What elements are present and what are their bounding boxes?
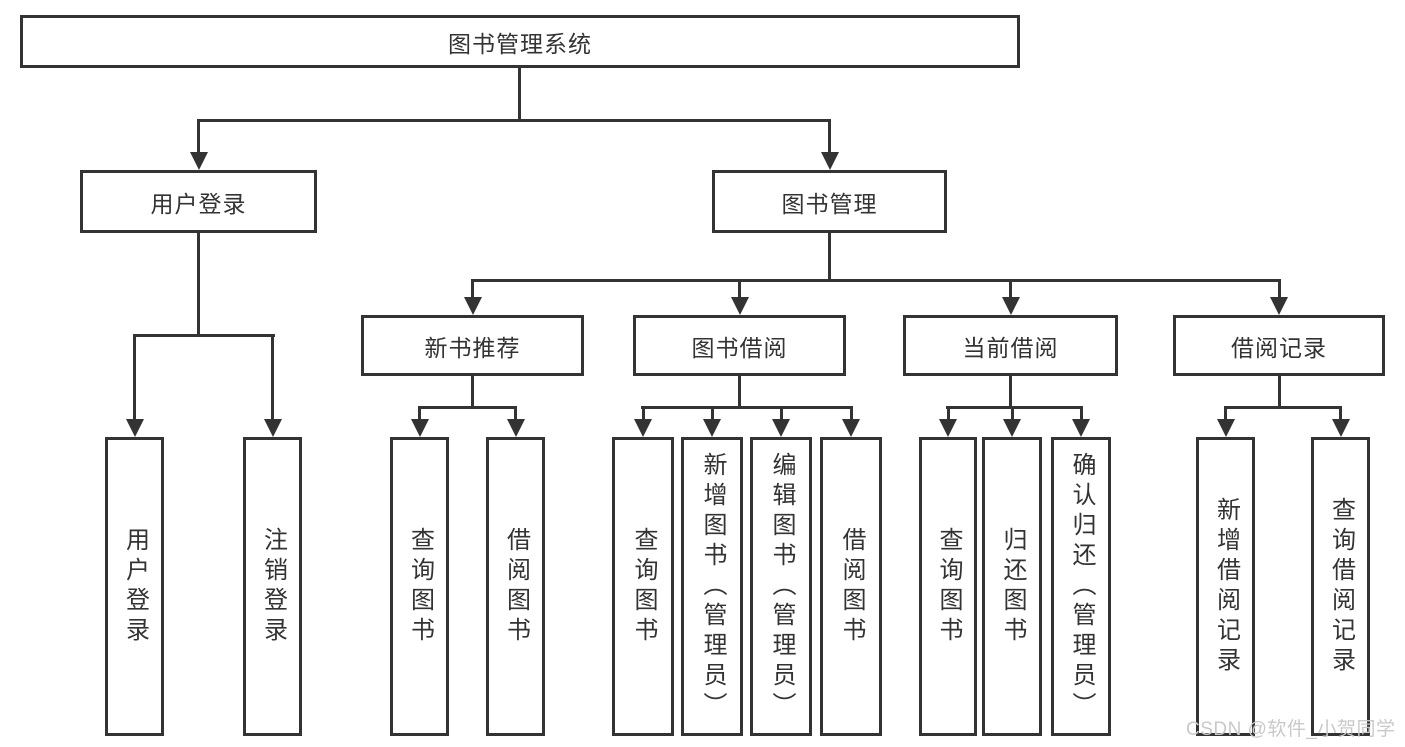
node-root-label: 图书管理系统 bbox=[448, 30, 592, 57]
leaf-borrow-books-2-label: 借阅图书 bbox=[838, 526, 865, 647]
node-borrow-records: 借阅记录 bbox=[1173, 315, 1385, 376]
leaf-user-login-label: 用户登录 bbox=[121, 526, 149, 647]
leaf-query-books-1-label: 查询图书 bbox=[406, 526, 434, 647]
connector-group-stem bbox=[471, 376, 474, 408]
arrow-down-icon bbox=[464, 297, 482, 315]
node-user-login: 用户登录 bbox=[80, 170, 317, 233]
connector-leaf-drop bbox=[133, 334, 136, 421]
arrow-down-icon bbox=[842, 419, 860, 437]
connector-leaf-drop bbox=[418, 406, 421, 421]
arrow-down-icon bbox=[703, 419, 721, 437]
arrow-down-icon bbox=[1072, 419, 1090, 437]
connector-group-stem bbox=[738, 376, 741, 408]
node-book-borrow: 图书借阅 bbox=[633, 315, 846, 376]
node-new-book-recommend-label: 新书推荐 bbox=[424, 334, 521, 361]
csdn-watermark: CSDN @软件_小贺同学 bbox=[1186, 719, 1396, 740]
connector-group-rail bbox=[1224, 406, 1342, 409]
leaf-query-books-2-label: 查询图书 bbox=[630, 526, 657, 647]
node-current-borrow-label: 当前借阅 bbox=[962, 334, 1059, 361]
leaf-return-books-label: 归还图书 bbox=[999, 526, 1026, 647]
connector-group-rail bbox=[418, 406, 517, 409]
connector-l3-drop bbox=[471, 279, 474, 299]
leaf-add-books-admin-label: 新增图书（管理员） bbox=[699, 451, 726, 722]
leaf-edit-books-admin-label: 编辑图书（管理员） bbox=[768, 451, 795, 722]
connector-user-login-stem bbox=[197, 233, 200, 337]
arrow-down-icon bbox=[1002, 297, 1020, 315]
connector-l3-drop bbox=[1278, 279, 1281, 299]
leaf-add-books-admin: 新增图书（管理员） bbox=[681, 437, 743, 736]
leaf-borrow-books-1-label: 借阅图书 bbox=[502, 526, 530, 647]
connector-user-login-drop bbox=[197, 119, 200, 154]
node-book-management-label: 图书管理 bbox=[781, 190, 878, 217]
leaf-confirm-return-admin-label: 确认归还（管理员） bbox=[1068, 451, 1095, 722]
connector-user-login-rail bbox=[133, 334, 275, 337]
node-borrow-records-label: 借阅记录 bbox=[1231, 334, 1327, 361]
connector-leaf-drop bbox=[780, 406, 783, 421]
node-root: 图书管理系统 bbox=[20, 15, 1020, 68]
connector-group-stem bbox=[1278, 376, 1281, 408]
leaf-borrow-books-2: 借阅图书 bbox=[820, 437, 882, 736]
connector-leaf-drop bbox=[642, 406, 645, 421]
arrow-down-icon bbox=[264, 419, 282, 437]
leaf-borrow-books-1: 借阅图书 bbox=[486, 437, 545, 736]
connector-group-rail bbox=[946, 406, 1083, 409]
connector-l3-drop bbox=[1009, 279, 1012, 299]
leaf-query-borrow-record-label: 查询借阅记录 bbox=[1327, 496, 1355, 677]
arrow-down-icon bbox=[731, 297, 749, 315]
arrow-down-icon bbox=[821, 152, 839, 170]
leaf-logout: 注销登录 bbox=[243, 437, 302, 736]
node-book-borrow-label: 图书借阅 bbox=[691, 334, 788, 361]
connector-book-mgmt-drop bbox=[828, 119, 831, 154]
arrow-down-icon bbox=[1270, 297, 1288, 315]
leaf-query-books-2: 查询图书 bbox=[612, 437, 674, 736]
arrow-down-icon bbox=[126, 419, 144, 437]
connector-group-rail bbox=[641, 406, 853, 409]
arrow-down-icon bbox=[939, 419, 957, 437]
leaf-query-books-3: 查询图书 bbox=[919, 437, 977, 736]
leaf-add-borrow-record-label: 新增借阅记录 bbox=[1212, 496, 1240, 677]
node-current-borrow: 当前借阅 bbox=[903, 315, 1118, 376]
leaf-query-books-1: 查询图书 bbox=[390, 437, 449, 736]
node-book-management: 图书管理 bbox=[712, 170, 947, 233]
arrow-down-icon bbox=[1003, 419, 1021, 437]
connector-group-stem bbox=[1009, 376, 1012, 408]
connector-leaf-drop bbox=[1011, 406, 1014, 421]
connector-leaf-drop bbox=[271, 334, 274, 421]
connector-leaf-drop bbox=[850, 406, 853, 421]
arrow-down-icon bbox=[772, 419, 790, 437]
leaf-confirm-return-admin: 确认归还（管理员） bbox=[1051, 437, 1111, 736]
leaf-query-books-3-label: 查询图书 bbox=[935, 526, 962, 647]
connector-l3-drop bbox=[738, 279, 741, 299]
leaf-logout-label: 注销登录 bbox=[259, 526, 287, 647]
arrow-down-icon bbox=[1217, 419, 1235, 437]
leaf-edit-books-admin: 编辑图书（管理员） bbox=[750, 437, 812, 736]
leaf-user-login: 用户登录 bbox=[105, 437, 164, 736]
connector-leaf-drop bbox=[514, 406, 517, 421]
arrow-down-icon bbox=[634, 419, 652, 437]
arrow-down-icon bbox=[411, 419, 429, 437]
connector-leaf-drop bbox=[1224, 406, 1227, 421]
arrow-down-icon bbox=[190, 152, 208, 170]
connector-leaf-drop bbox=[947, 406, 950, 421]
connector-leaf-drop bbox=[1339, 406, 1342, 421]
connector-book-mgmt-stem bbox=[828, 233, 831, 282]
arrow-down-icon bbox=[507, 419, 525, 437]
leaf-query-borrow-record: 查询借阅记录 bbox=[1311, 437, 1370, 736]
node-user-login-label: 用户登录 bbox=[150, 190, 247, 217]
connector-level3-rail bbox=[471, 279, 1281, 282]
connector-level1-rail bbox=[197, 119, 831, 122]
connector-leaf-drop bbox=[1080, 406, 1083, 421]
leaf-add-borrow-record: 新增借阅记录 bbox=[1196, 437, 1255, 736]
node-new-book-recommend: 新书推荐 bbox=[361, 315, 584, 376]
arrow-down-icon bbox=[1332, 419, 1350, 437]
leaf-return-books: 归还图书 bbox=[982, 437, 1042, 736]
connector-leaf-drop bbox=[711, 406, 714, 421]
connector-root-stem bbox=[518, 68, 521, 122]
